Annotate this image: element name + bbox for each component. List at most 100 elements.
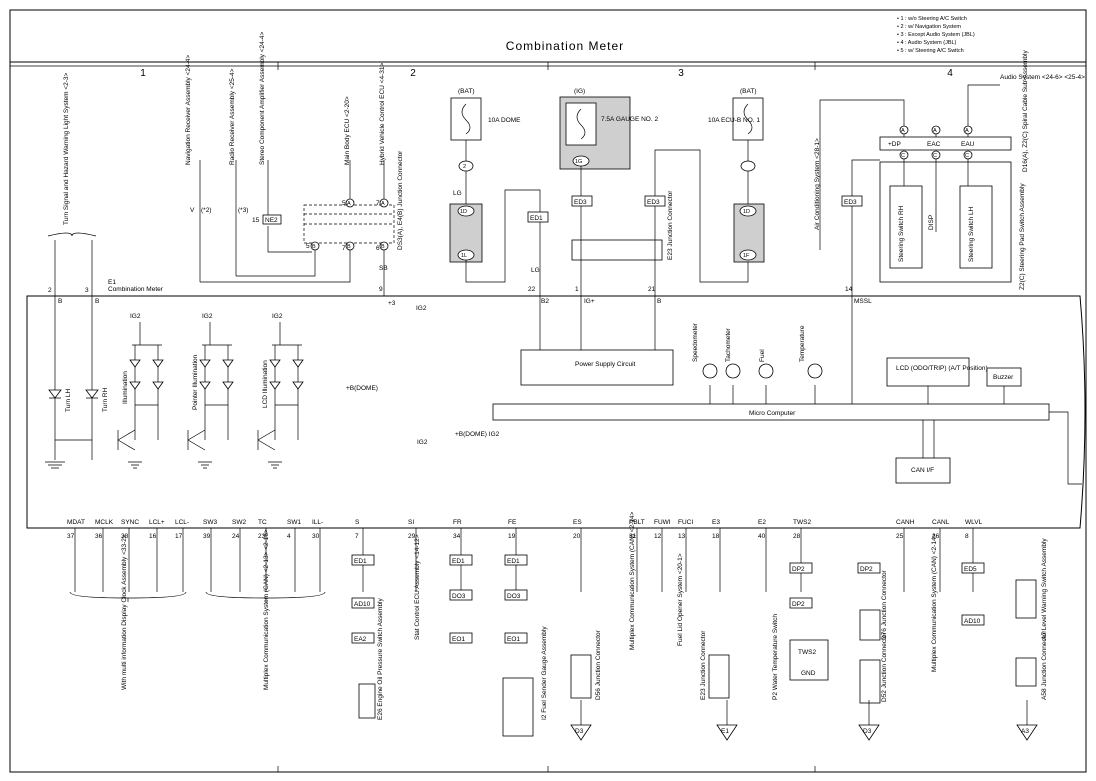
- sys-fuelgauge: I2 Fuel Sender Gauge Assembly: [541, 626, 548, 720]
- wire-color-lg: LG: [531, 267, 540, 274]
- j-1l: 1L: [461, 253, 467, 259]
- bottom-pin-signal-fuci: FUCI: [678, 519, 693, 526]
- steering-rh-label: Steering Switch RH: [898, 205, 905, 262]
- outer-frame: [9, 9, 1087, 773]
- svg-text:DP2: DP2: [792, 566, 805, 573]
- svg-text:ED1: ED1: [354, 558, 367, 565]
- steering-lh-label: Steering Switch LH: [968, 206, 975, 262]
- illum-leds: IG2 IG2 IG2 Illumination Pointer Illumin…: [122, 313, 283, 410]
- notes-block: • 1 : w/o Steering A/C Switch • 2 : w/ N…: [897, 16, 975, 54]
- brace-left: [69, 591, 187, 602]
- bdome-label: +B(DOME): [346, 385, 378, 392]
- connector-dp2-b10: DP2: [789, 562, 813, 574]
- svg-text:IG2: IG2: [417, 439, 428, 446]
- svg-text:5: 5: [306, 243, 310, 250]
- bottom-pin-signal-fuwi: FUWI: [654, 519, 671, 526]
- sys-audio: Audio System <24-6> <25-4>: [1000, 74, 1085, 81]
- steer-dp: +DP: [888, 141, 901, 148]
- connector-ed1-b4: ED1: [449, 554, 473, 566]
- d56-jc: [570, 654, 592, 699]
- gauges: Speedometer Tachometer Fuel Temperature: [692, 322, 823, 379]
- bottom-pin-signal-mdat: MDAT: [67, 519, 85, 526]
- svg-text:B: B: [312, 244, 316, 250]
- body-ecu-wires: [349, 160, 385, 296]
- bdome2-label: +B(DOME) IG2: [455, 431, 500, 438]
- svg-text:IG2: IG2: [130, 313, 141, 320]
- fuel-label: Fuel: [759, 349, 766, 362]
- audio-input-wires: [199, 160, 351, 283]
- connector-ed1-top: [527, 211, 549, 223]
- level-switch: [1015, 579, 1037, 619]
- svg-text:C: C: [901, 153, 905, 159]
- steering-switch-lh: [959, 185, 993, 269]
- d76-jc: [859, 609, 881, 641]
- led-column-1: [117, 322, 164, 469]
- bottom-pin-signal-tws2: TWS2: [793, 519, 811, 526]
- fuel-sender: [502, 677, 534, 737]
- connector-ed1-top-label: ED1: [530, 215, 543, 222]
- ground-d3-1: D3: [570, 700, 592, 741]
- connector-dp2-b11: DP2: [789, 597, 813, 609]
- svg-text:AD10: AD10: [964, 618, 981, 625]
- connector-ed5-b13: ED5: [961, 562, 985, 574]
- bottom-pin-signal-sw2: SW2: [232, 519, 246, 526]
- illum-label: Illumination: [122, 371, 129, 404]
- sys-hybrid: Hybrid Vehicle Control ECU <4-31>: [379, 63, 386, 165]
- svg-text:LG: LG: [453, 190, 462, 197]
- svg-text:6: 6: [376, 245, 380, 252]
- pointer-label: Pointer Illumination: [192, 354, 199, 410]
- jc-d16: D16(A), Z2(C) Spiral Cable Sub-Assembly: [1022, 50, 1029, 172]
- bottom-pin-signal-lcl: LCL+: [149, 519, 165, 526]
- fuse-gauge-label: 7.5A GAUGE NO. 2: [601, 116, 658, 123]
- svg-text:A: A: [381, 201, 385, 207]
- connector-ed3-3: [841, 195, 863, 207]
- steer-eac: EAC: [927, 141, 941, 148]
- sys-mcs: Multiplex Communication System (CAN) <2-…: [629, 511, 636, 650]
- bottom-pin-signal-si: SI: [408, 519, 414, 526]
- svg-text:ED1: ED1: [507, 558, 520, 565]
- sys-main-body: Main Body ECU <2-20>: [344, 96, 351, 165]
- tachometer-label: Tachometer: [725, 327, 732, 362]
- bottom-pin-signal-fe: FE: [508, 519, 517, 526]
- sys-watertemp: P2 Water Temperature Switch: [772, 614, 779, 700]
- pin-14: 14: [845, 286, 853, 293]
- jc-e23: [571, 239, 663, 261]
- spiral-cable: [879, 136, 1012, 151]
- svg-text:IG2: IG2: [272, 313, 283, 320]
- bottom-pin-signal-es: ES: [573, 519, 582, 526]
- psc-label: Power Supply Circuit: [575, 361, 636, 368]
- svg-text:B: B: [347, 244, 351, 250]
- sys-mcs2: Multiplex Communication System (CAN) <2-…: [931, 533, 938, 672]
- turn-wires: [47, 232, 97, 296]
- connector-do3-b5: DO3: [449, 589, 473, 601]
- bottom-pin-num-20: 20: [573, 533, 581, 540]
- oil-pressure-switch: [358, 683, 376, 719]
- j-1d-b: 1D: [743, 209, 750, 215]
- svg-text:ED1: ED1: [452, 558, 465, 565]
- bottom-pin-num-34: 34: [453, 533, 461, 540]
- bottom-pin-signal-wlvl: WLVL: [965, 519, 983, 526]
- meter-box: [26, 295, 1086, 529]
- led-column-3: [257, 322, 304, 469]
- svg-text:EO1: EO1: [452, 636, 465, 643]
- bottom-pin-num-8: 8: [965, 533, 969, 540]
- ground-label: A3: [1021, 728, 1029, 735]
- bottom-pin-signal-e3: E3: [712, 519, 720, 526]
- water-temp-switch: [789, 639, 829, 681]
- pin-b2: B2: [541, 298, 549, 305]
- sys-d52: D52 Junction Connector: [881, 631, 888, 702]
- led-column-2: [187, 322, 234, 469]
- top-system-labels: Turn Signal and Hazard Warning Light Sys…: [63, 31, 1085, 230]
- bottom-pin-signal-e2: E2: [758, 519, 766, 526]
- pin-9: 9: [379, 286, 383, 293]
- can-if: [895, 457, 951, 484]
- bottom-pin-signal-canh: CANH: [896, 519, 915, 526]
- j-1f: 1F: [743, 253, 750, 259]
- dome-wire: [465, 189, 541, 283]
- ground-label: D3: [863, 728, 872, 735]
- bottom-pin-num-31: 31: [629, 533, 637, 540]
- steer-eau: EAU: [961, 141, 975, 148]
- bottom-pin-num-26: 26: [932, 533, 940, 540]
- connector-ed3-3-label: ED3: [844, 199, 857, 206]
- ground-e1-2: E1: [716, 700, 738, 741]
